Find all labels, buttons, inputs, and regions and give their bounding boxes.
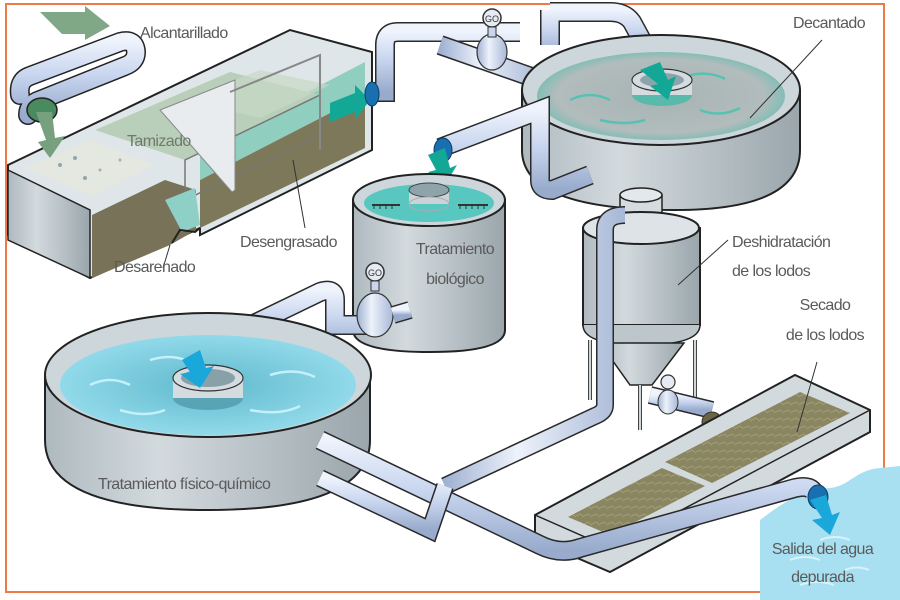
label-tratamiento-fisico-quimico: Tratamiento físico-químico — [98, 476, 271, 493]
label-secado-line2: de los lodos — [785, 327, 865, 344]
label-secado-line1: Secado — [799, 297, 851, 314]
valve-icon: GO — [476, 8, 508, 71]
valve-icon: GO — [356, 262, 413, 338]
label-decantado: Decantado — [793, 15, 866, 32]
label-salida-line1: Salida del agua — [771, 541, 874, 558]
flow-arrow-icon — [640, 62, 676, 100]
label-deshidratacion-line1: Deshidratación — [732, 234, 831, 251]
flow-arrow-icon — [810, 495, 840, 535]
label-tratamiento-biologico-line1: Tratamiento — [415, 241, 495, 258]
drying-beds — [534, 373, 871, 574]
label-deshidratacion-line2: de los lodos — [732, 263, 811, 280]
treated-water-pipe — [315, 430, 829, 561]
inlet-pipe — [9, 31, 147, 125]
svg-text:GO: GO — [485, 14, 499, 24]
leader-lines — [162, 39, 823, 433]
svg-text:GO: GO — [368, 268, 382, 278]
label-tratamiento-biologico-line2: biológico — [426, 271, 484, 288]
label-desarenado: Desarenado — [114, 259, 196, 276]
flow-arrow-icon — [40, 6, 110, 40]
label-salida-line2: depurada — [791, 569, 854, 586]
label-tamizado: Tamizado — [127, 133, 191, 150]
label-alcantarillado: Alcantarillado — [140, 25, 228, 42]
flow-arrow-icon — [180, 350, 214, 388]
pipe-to-decanter — [364, 22, 544, 107]
flow-arrow-icon — [36, 112, 65, 158]
label-desengrasado: Desengrasado — [240, 234, 337, 251]
valve-icon — [657, 374, 679, 415]
pretreatment-channel — [7, 28, 373, 280]
